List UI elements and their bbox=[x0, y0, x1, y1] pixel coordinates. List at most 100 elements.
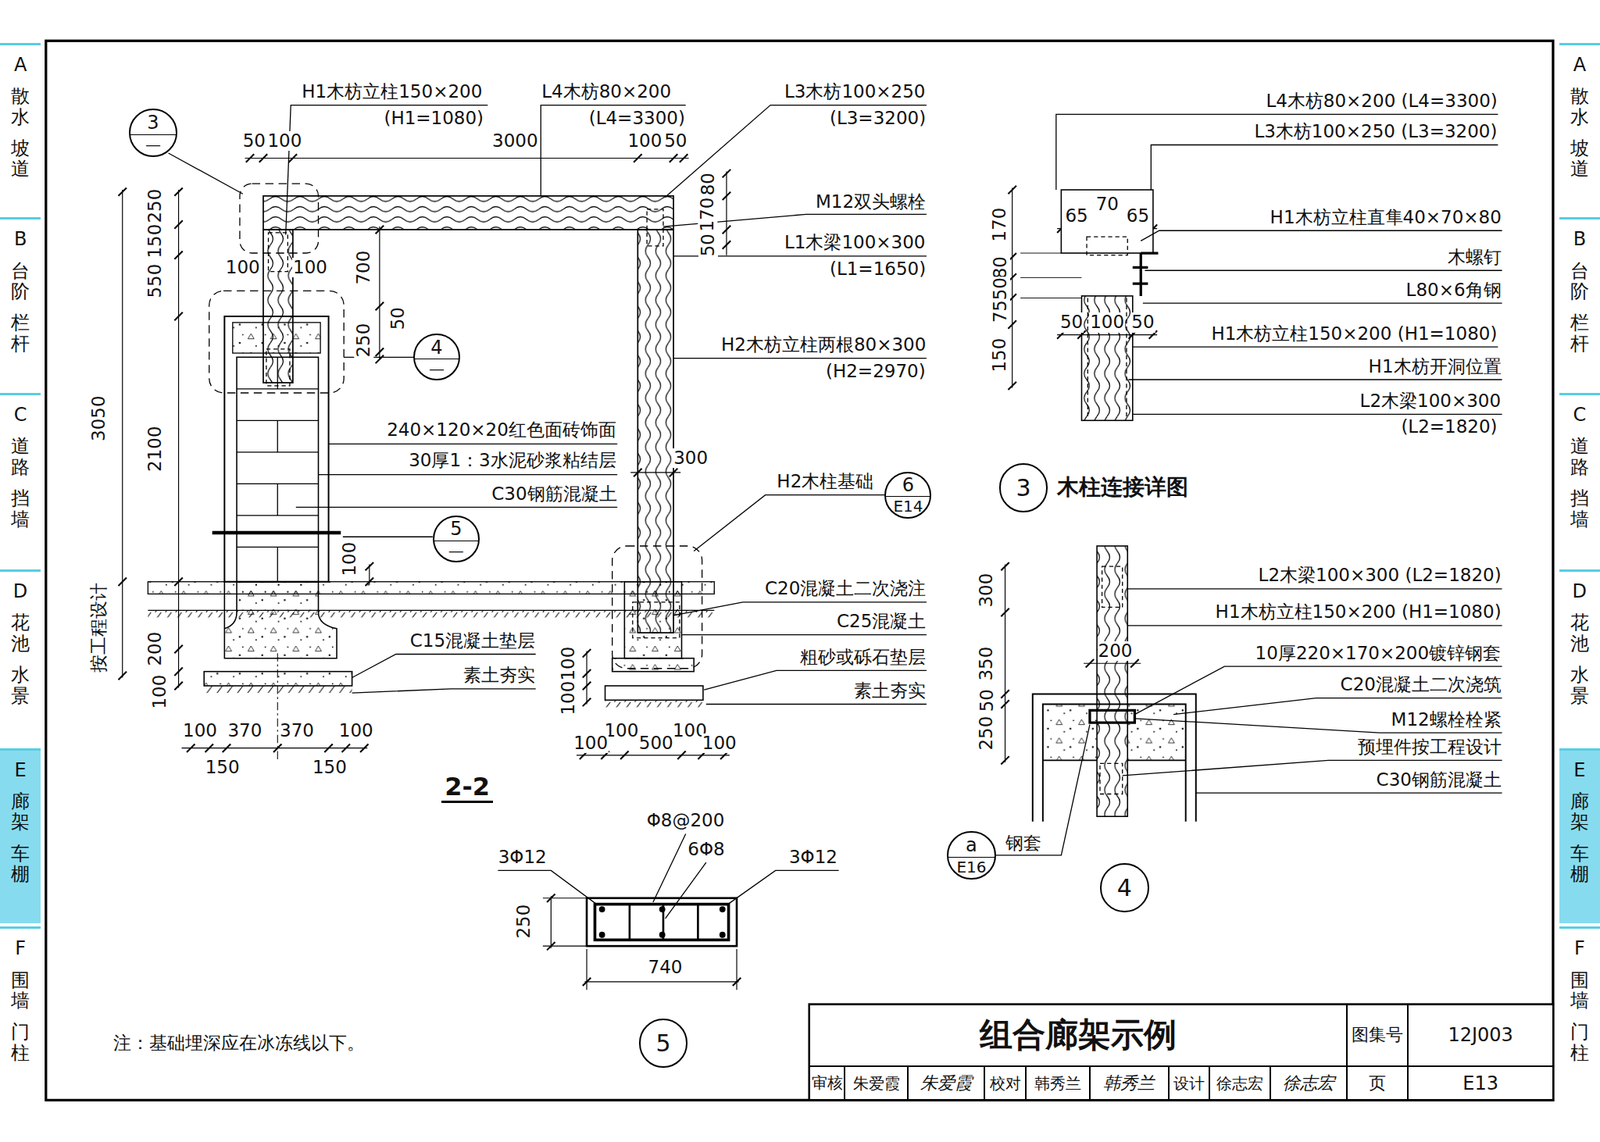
callout-divider bbox=[130, 134, 177, 136]
dimension-text: 150 bbox=[145, 223, 165, 260]
title-block-text: 韩秀兰 bbox=[1034, 1075, 1082, 1093]
annotation-text: L1木梁100×300 bbox=[783, 232, 927, 253]
steel-sleeve bbox=[1089, 710, 1135, 723]
callout-circle: 5— bbox=[432, 515, 480, 563]
tab-text: 廊架 bbox=[10, 791, 30, 833]
dimension-text: 80 bbox=[698, 171, 718, 197]
title-block-cell: 图集号 bbox=[1346, 1004, 1408, 1068]
callout-circle: 3— bbox=[128, 108, 179, 158]
annotation-text: L4木枋80×200 (L4=3300) bbox=[1264, 91, 1498, 111]
dimension-text: 300 bbox=[976, 571, 997, 608]
callout-text: 3 bbox=[146, 112, 159, 133]
annotation-text: M12双头螺栓 bbox=[814, 192, 927, 212]
title-block-text: 设计 bbox=[1173, 1075, 1205, 1093]
annotation-text: L3木枋100×250 bbox=[783, 82, 927, 102]
callout-circle: aE16 bbox=[946, 831, 997, 881]
detail-marker bbox=[209, 183, 703, 669]
annotation-text: H1木枋开洞位置 bbox=[1367, 357, 1503, 377]
tab-text: E bbox=[1570, 760, 1590, 781]
gravel-cushion bbox=[605, 685, 704, 700]
title-block-text: E13 bbox=[1462, 1073, 1499, 1094]
annotation-text: 100 bbox=[701, 733, 738, 754]
dimension-text: 100 bbox=[558, 645, 579, 682]
tab-text: E bbox=[10, 760, 30, 781]
tab-text: 门柱 bbox=[1570, 1021, 1590, 1064]
dimension-text: 350 bbox=[976, 645, 997, 682]
title-block-cell: 朱爱霞 bbox=[844, 1066, 908, 1100]
dimension-text: 150 bbox=[989, 337, 1010, 374]
title-block-text: 审核 bbox=[811, 1075, 843, 1093]
title-block-cell: 徐志宏 bbox=[1270, 1066, 1347, 1100]
tab-text: 车棚 bbox=[10, 843, 30, 886]
annotation-text: 素土夯实 bbox=[462, 665, 536, 686]
annotation-text: H1木枋立柱150×200 (H1=1080) bbox=[1214, 602, 1503, 622]
tab-text: 围墙 bbox=[1570, 970, 1590, 1012]
callout-divider bbox=[885, 496, 930, 497]
chapter-tab: A散水坡道 bbox=[1559, 42, 1600, 215]
dimension-text: 170 bbox=[989, 207, 1010, 243]
dimension-text: 按工程设计 bbox=[89, 582, 109, 674]
annotation-text: C20混凝土二次浇注 bbox=[764, 578, 927, 599]
chapter-tab: B台阶栏杆 bbox=[0, 217, 41, 390]
annotation-text: 300 bbox=[672, 448, 709, 468]
title-block-cell: 12J003 bbox=[1407, 1004, 1553, 1068]
l4-beam bbox=[263, 196, 674, 230]
tab-text: 围墙 bbox=[10, 970, 30, 1012]
annotation-text: 50 bbox=[242, 131, 267, 151]
annotation-text: C25混凝土 bbox=[835, 611, 927, 632]
earth-hatch bbox=[203, 685, 352, 693]
tab-text: 散水 bbox=[1570, 85, 1590, 128]
tab-text: 水景 bbox=[1570, 664, 1590, 707]
annotation-text: (L3=3200) bbox=[828, 108, 927, 129]
callout-text: 5 bbox=[655, 1030, 671, 1057]
dimension-text: 250 bbox=[976, 714, 997, 751]
dimension-text: 50 bbox=[989, 276, 1010, 301]
annotation-text: L3木枋100×250 (L3=3200) bbox=[1253, 121, 1498, 142]
dimension-text: 250 bbox=[354, 321, 375, 358]
tab-text: 廊架 bbox=[1570, 791, 1590, 833]
annotation-text: C15混凝土垫层 bbox=[409, 631, 536, 651]
annotation-text: C30钢筋混凝土 bbox=[490, 484, 618, 504]
callout-text: E14 bbox=[892, 497, 923, 515]
tab-text: 坡道 bbox=[10, 138, 30, 180]
tab-text: 门柱 bbox=[10, 1021, 30, 1064]
dimension-text: 700 bbox=[354, 249, 375, 286]
annotation-text: Φ8@200 bbox=[646, 810, 726, 831]
tab-text: 花池 bbox=[10, 612, 30, 654]
title-block-text: 校对 bbox=[989, 1075, 1022, 1093]
section-cut bbox=[212, 531, 342, 536]
annotation-text: 150 bbox=[204, 757, 241, 778]
dimension-text: 100 bbox=[150, 674, 170, 711]
h2-column bbox=[637, 229, 674, 633]
annotation-text: H1木枋立柱直隼40×70×80 bbox=[1269, 207, 1503, 228]
annotation-text: (L1=1650) bbox=[828, 259, 927, 279]
tab-text: B bbox=[1570, 228, 1590, 250]
annotation-text: M12螺栓栓紧 bbox=[1390, 710, 1503, 730]
callout-text: — bbox=[145, 135, 161, 154]
tab-text: C bbox=[1570, 404, 1590, 425]
pier-footing bbox=[224, 582, 337, 659]
tab-text: A bbox=[1570, 54, 1590, 75]
axis-line bbox=[277, 653, 279, 761]
chapter-tab: D花池水景 bbox=[0, 569, 41, 746]
dimension-text: 50 bbox=[698, 232, 718, 258]
dimension-text: 250 bbox=[145, 188, 165, 225]
callout-text: 3 bbox=[1015, 475, 1031, 501]
annotation-text: L80×6角钢 bbox=[1405, 280, 1503, 300]
title-block-text: 组合廊架示例 bbox=[979, 1017, 1177, 1054]
annotation-text: 50 bbox=[663, 131, 688, 151]
callout-text: 4 bbox=[1117, 875, 1133, 901]
annotation-text: L4木枋80×200 bbox=[540, 82, 672, 102]
annotation-text: 100 bbox=[266, 131, 303, 151]
chapter-tab: F围墙门柱 bbox=[1559, 926, 1600, 1100]
callout-text: 6 bbox=[902, 475, 915, 496]
brick-joints bbox=[236, 357, 318, 582]
stirrup bbox=[594, 904, 729, 941]
annotation-text: C20混凝土二次浇筑 bbox=[1339, 675, 1503, 695]
annotation-text: 740 bbox=[647, 957, 684, 978]
tab-text: F bbox=[10, 938, 30, 959]
annotation-text: H1木枋立柱150×200 (H1=1080) bbox=[1210, 324, 1498, 344]
annotation-text: (H1=1080) bbox=[382, 108, 485, 129]
pier-outline bbox=[1032, 693, 1197, 822]
